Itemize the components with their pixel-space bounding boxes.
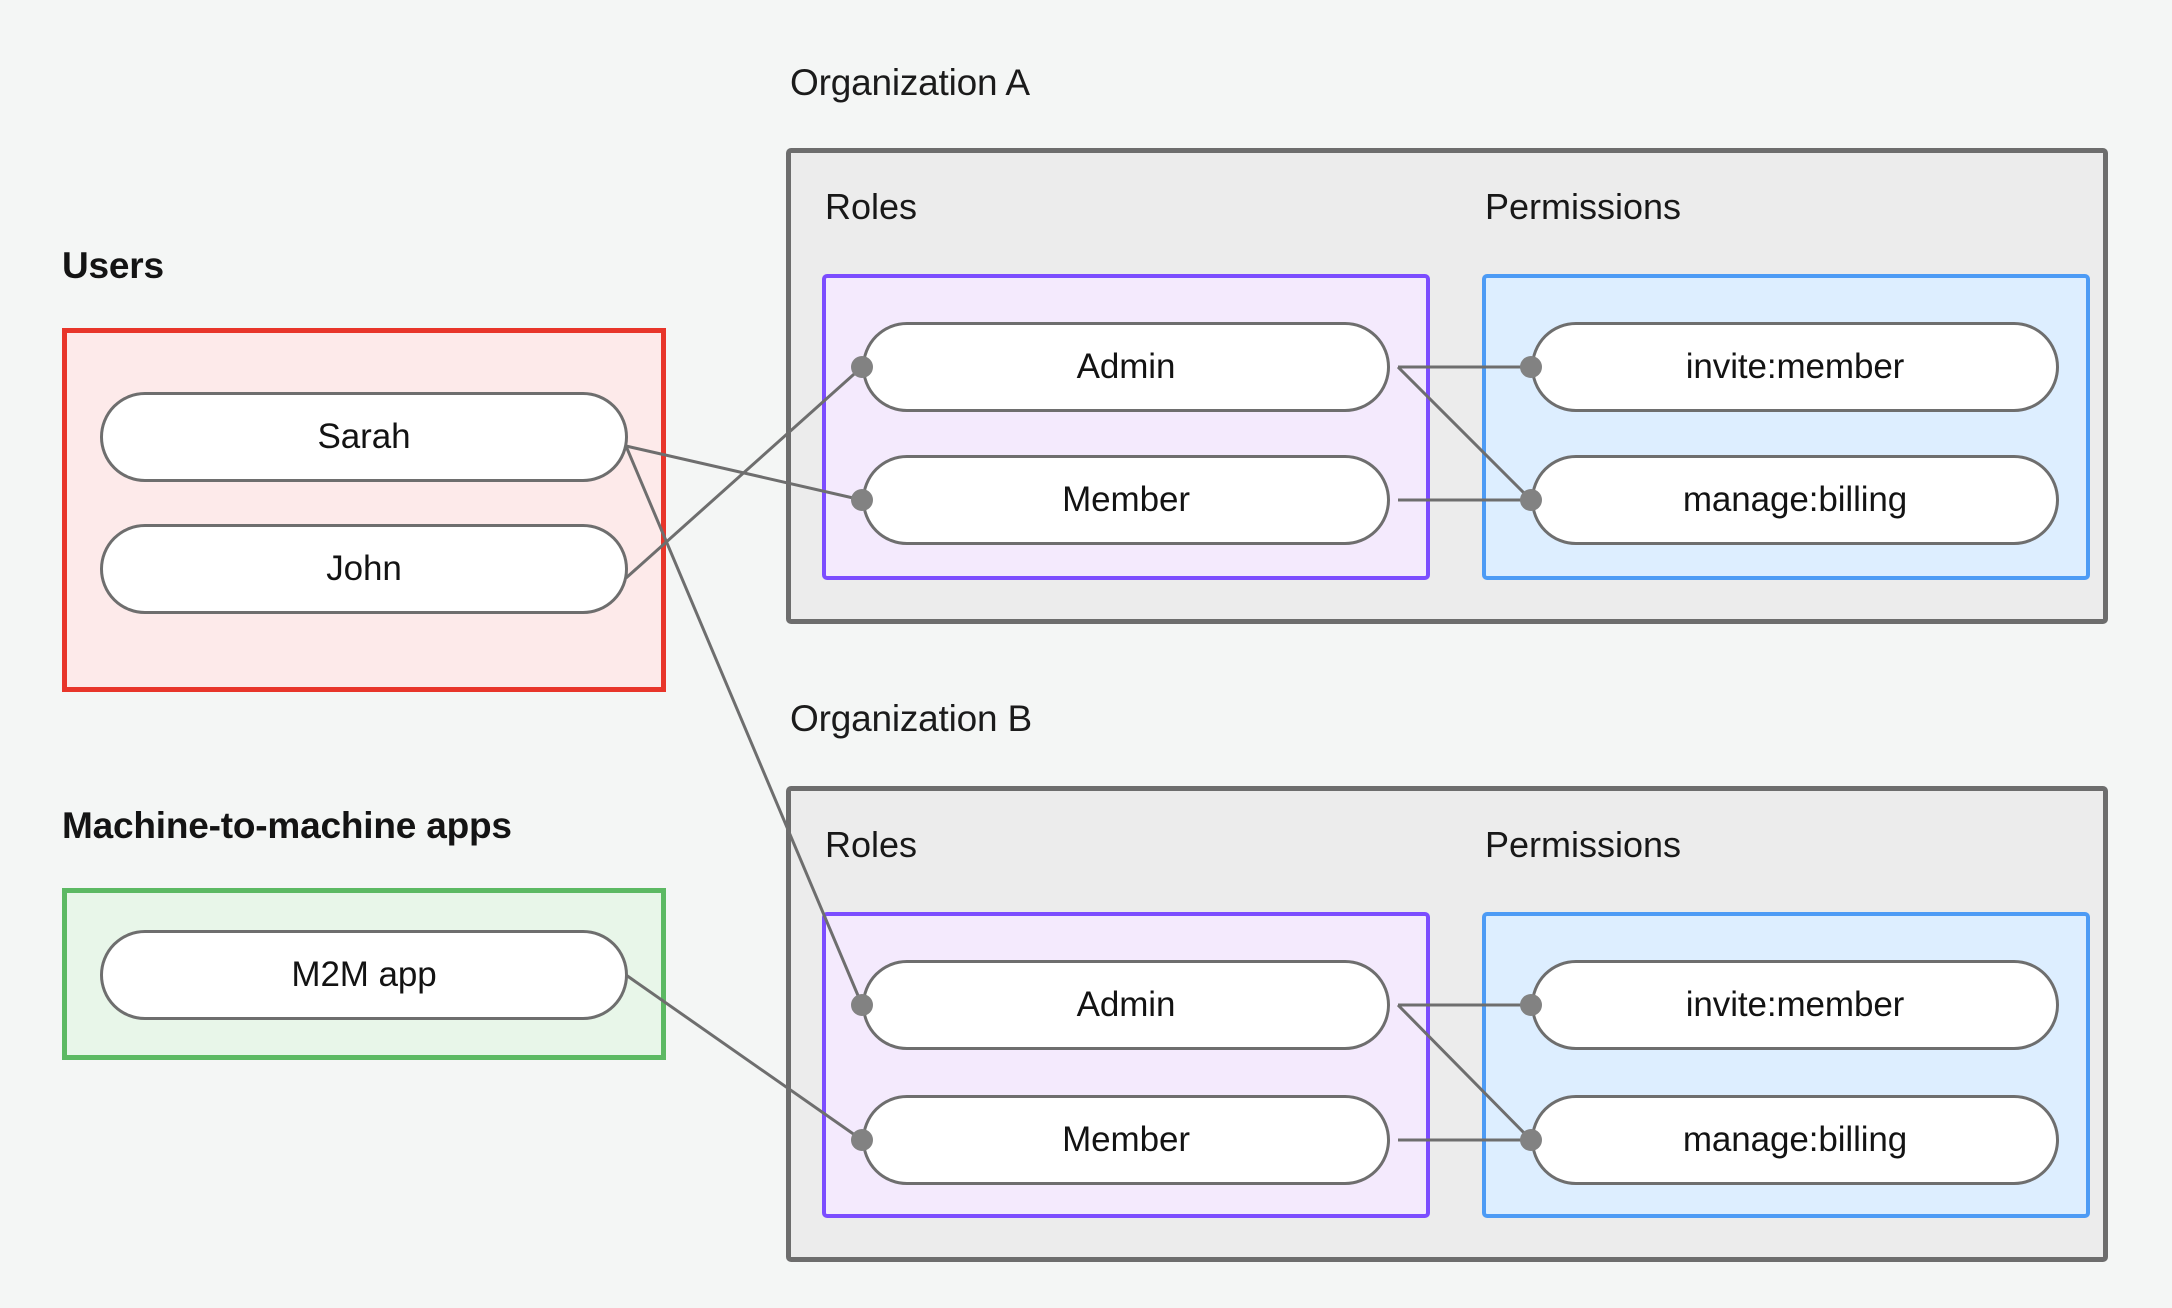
org-b-title: Organization B bbox=[790, 698, 1032, 739]
m2m-group-title: Machine-to-machine apps bbox=[62, 805, 512, 846]
org-a-permissions-label: Permissions bbox=[1485, 186, 1682, 227]
org-b-role-pill-member[interactable]: Member bbox=[862, 1095, 1390, 1185]
org-a-roles-label: Roles bbox=[825, 186, 918, 227]
user-pill-john[interactable]: John bbox=[100, 524, 628, 614]
org-a-permission-pill-invite-member[interactable]: invite:member bbox=[1531, 322, 2059, 412]
org-a-title: Organization A bbox=[790, 62, 1030, 103]
user-pill-sarah[interactable]: Sarah bbox=[100, 392, 628, 482]
m2m-pill-app[interactable]: M2M app bbox=[100, 930, 628, 1020]
users-group-box bbox=[62, 328, 666, 692]
org-b-permission-pill-manage-billing[interactable]: manage:billing bbox=[1531, 1095, 2059, 1185]
org-b-permission-pill-invite-member[interactable]: invite:member bbox=[1531, 960, 2059, 1050]
org-b-roles-label: Roles bbox=[825, 824, 918, 865]
org-a-role-pill-admin[interactable]: Admin bbox=[862, 322, 1390, 412]
users-group-title: Users bbox=[62, 245, 164, 286]
org-a-permission-pill-manage-billing[interactable]: manage:billing bbox=[1531, 455, 2059, 545]
org-a-role-pill-member[interactable]: Member bbox=[862, 455, 1390, 545]
org-b-permissions-label: Permissions bbox=[1485, 824, 1682, 865]
org-b-role-pill-admin[interactable]: Admin bbox=[862, 960, 1390, 1050]
